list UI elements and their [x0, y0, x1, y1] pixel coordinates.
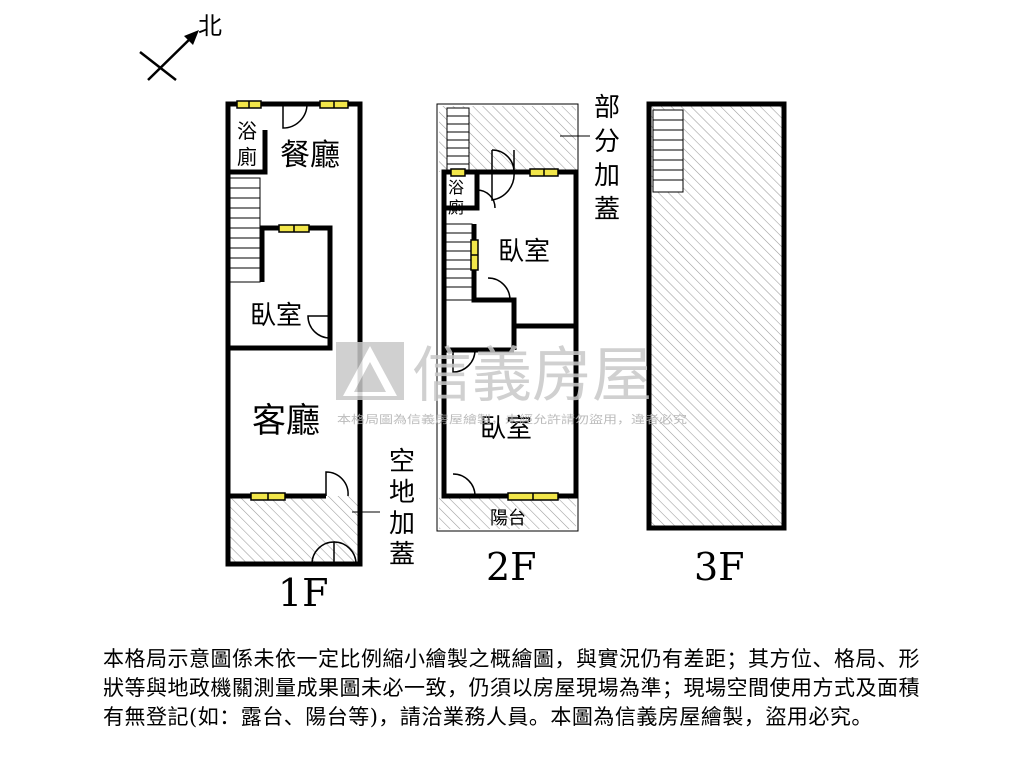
f2-bedroom-wall: [471, 224, 576, 329]
f3-outer-wall: [646, 101, 787, 531]
f1-annex-label: 空 地 加 蓋: [389, 447, 415, 570]
f2-balcony-label: 陽台: [490, 508, 526, 529]
f2-stairs: [445, 223, 473, 301]
f2-doors: [452, 149, 515, 497]
compass-cross: [139, 51, 177, 81]
f2-outer-wall: [441, 169, 579, 499]
f1-annex-hatch: [228, 496, 360, 562]
f2-top-stairs: [446, 107, 470, 173]
compass: 北: [139, 12, 222, 81]
f1-floor-label: 1F: [278, 571, 329, 615]
f1-doors: [282, 103, 357, 565]
f2-bath-label-bottom: 廁: [448, 198, 464, 217]
f1-outer-wall: [225, 101, 363, 567]
f2-bedroom-upper-label: 臥室: [498, 237, 550, 267]
f2-annex-char-4: 蓋: [594, 195, 620, 225]
f2-floor-label: 2F: [486, 545, 537, 589]
floor-1f: 浴 廁 餐廳 臥室 客廳 空 地 加 蓋 1F: [225, 100, 415, 615]
f1-annex-char-1: 空: [389, 447, 415, 477]
f1-bath-label-bottom: 廁: [237, 145, 257, 169]
f1-annex-char-4: 蓋: [389, 540, 415, 570]
disclaimer-text: 本格局示意圖係未依一定比例縮小繪製之概繪圖，與實況仍有差距；其方位、格局、形狀等…: [103, 647, 920, 729]
f1-bedroom-label: 臥室: [250, 301, 302, 331]
f1-bedroom-wall: [228, 225, 333, 351]
watermark-brand: 信義房屋: [412, 341, 652, 411]
f2-bedroom-lower-label: 臥室: [480, 414, 532, 444]
watermark: 信義房屋 本格局圖為信義房屋繪製，未經允許請勿盜用，違者必究: [336, 341, 687, 426]
floor-2f: 浴 廁 臥室 臥室 陽台 部 分 加 蓋 2F: [436, 93, 620, 589]
f1-windows: [236, 100, 349, 501]
f1-annex-char-3: 加: [389, 509, 415, 539]
f2-bath-label-top: 浴: [448, 178, 464, 197]
f1-living-label: 客廳: [252, 401, 320, 441]
f2-annex-char-3: 加: [594, 161, 620, 191]
f2-annex-char-1: 部: [594, 93, 620, 123]
brand-logo-icon: [336, 342, 404, 400]
f3-floor-label: 3F: [694, 545, 745, 589]
f1-bath-wall: [228, 130, 268, 175]
compass-north-label: 北: [198, 12, 222, 40]
watermark-notice: 本格局圖為信義房屋繪製，未經允許請勿盜用，違者必究: [337, 412, 687, 426]
floor-3f: 3F: [646, 101, 787, 589]
f2-annex-char-2: 分: [594, 127, 620, 157]
compass-arrow: [147, 32, 197, 81]
f2-balcony-hatch: [439, 496, 576, 529]
f3-stairs: [652, 109, 684, 193]
f1-dining-label: 餐廳: [280, 138, 340, 173]
f1-annex-char-2: 地: [389, 478, 415, 508]
f2-bath-wall: [444, 172, 480, 211]
f1-bath-label-top: 浴: [237, 119, 257, 143]
f2-windows: [450, 168, 559, 501]
f2-annex-label: 部 分 加 蓋: [594, 93, 620, 225]
f1-stairs: [229, 177, 261, 283]
compass-arrow-head: [184, 30, 199, 45]
